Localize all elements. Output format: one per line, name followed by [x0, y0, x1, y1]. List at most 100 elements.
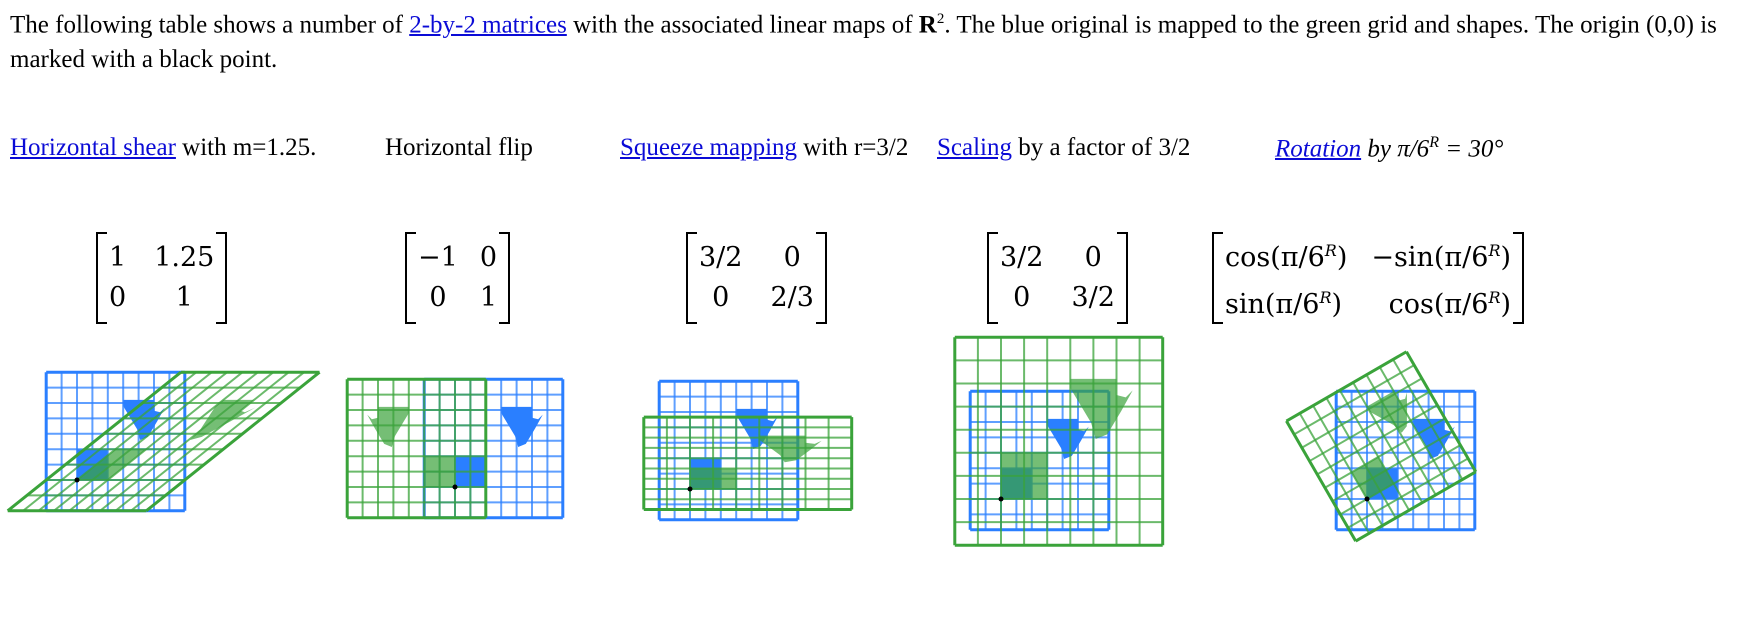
matrix-cell: 1: [479, 282, 497, 313]
grid-line: [53, 371, 228, 512]
mapped-shape: [367, 406, 409, 447]
caption-rotation-sup: R: [1429, 134, 1439, 151]
caption-shear: Horizontal shear with m=1.25.: [10, 134, 316, 162]
grid-line: [1301, 377, 1423, 449]
matrix-cell: 1: [109, 242, 127, 273]
r-exponent: 2: [936, 11, 945, 27]
origin-point: [998, 496, 1004, 502]
mapped-grid: [345, 377, 488, 520]
mapped-square: [424, 456, 455, 487]
right-bracket: [499, 232, 510, 324]
left-bracket: [1212, 232, 1223, 324]
matrix-cell: 1.25: [154, 242, 215, 273]
grid-line: [1405, 350, 1478, 473]
matrix-flip: −1 0 0 1: [405, 232, 510, 324]
grid-line: [6, 371, 182, 512]
matrix-cell: 0: [479, 242, 497, 273]
matrix-cell: sin(π/6R): [1225, 288, 1343, 320]
left-bracket: [987, 232, 998, 324]
matrix-cell: 1: [175, 282, 193, 313]
intro-text-2: with the associated linear maps of: [566, 11, 919, 39]
matrix-cell: −1: [418, 242, 458, 273]
horizontal-shear-link[interactable]: Horizontal shear: [10, 134, 176, 161]
grid-line: [1378, 366, 1450, 488]
mapped-grid: [953, 335, 1165, 547]
grid-line: [1325, 397, 1397, 519]
grid-line: [84, 371, 259, 512]
caption-rotation-tail: = 30°: [1438, 135, 1504, 163]
mapped-grid: [1285, 350, 1478, 543]
caption-scaling-text: by a factor of 3/2: [1012, 134, 1191, 161]
grid-line: [1312, 405, 1384, 527]
matrix-cell: 0: [783, 242, 801, 273]
grid-line: [1352, 382, 1424, 504]
grid-line: [114, 371, 290, 512]
mapped-square: [690, 468, 737, 489]
grid-line: [1347, 457, 1469, 529]
grid-line: [1392, 358, 1464, 480]
grid-line: [1332, 430, 1454, 502]
intro-text-3: . The blue original is mapped to the gre…: [10, 11, 1717, 74]
origin-point: [687, 486, 693, 492]
matrix-cell: 0: [1084, 242, 1102, 273]
grid-line: [1354, 470, 1477, 543]
caption-rotation: Rotation by π/6R = 30°: [1275, 134, 1503, 163]
grid-line: [1293, 364, 1415, 436]
mapped-square: [77, 449, 147, 480]
mapped-square: [1351, 456, 1394, 499]
matrix-cell: 0: [712, 282, 730, 313]
original-shape: [736, 408, 778, 449]
caption-rotation-text: by π/6: [1361, 135, 1430, 163]
original-shape: [501, 406, 543, 447]
left-bracket: [405, 232, 416, 324]
matrix-cell: 2/3: [770, 282, 814, 313]
caption-squeeze: Squeeze mapping with r=3/2: [620, 134, 908, 162]
rotation-link[interactable]: Rotation: [1275, 135, 1362, 163]
grid-line: [145, 371, 321, 512]
mapped-grid: [642, 415, 854, 512]
grid-line: [1338, 389, 1410, 511]
right-bracket: [815, 232, 827, 324]
squeeze-mapping-link[interactable]: Squeeze mapping: [620, 134, 798, 161]
origin-point: [74, 477, 80, 483]
grid-line: [130, 371, 305, 512]
grid-line: [1285, 420, 1358, 542]
caption-flip: Horizontal flip: [385, 134, 533, 162]
right-bracket: [1116, 232, 1128, 324]
grid-line: [1339, 444, 1461, 516]
matrix-squeeze: 3/2 0 0 2/3: [686, 232, 827, 324]
mapped-shape: [1366, 391, 1408, 433]
matrix-cell: cos(π/6R): [1225, 241, 1348, 273]
caption-shear-text: with m=1.25.: [175, 134, 317, 161]
intro-text-1: The following table shows a number of: [10, 11, 410, 39]
mapped-grid: [6, 370, 321, 513]
matrix-cell: 0: [1013, 282, 1031, 313]
grid-line: [1316, 404, 1438, 476]
matrix-cell: 3/2: [1071, 282, 1115, 313]
mapped-shape: [190, 399, 256, 440]
caption-flip-text: Horizontal flip: [385, 134, 533, 161]
mapped-square: [1001, 452, 1048, 499]
matrix-scaling: 3/2 0 0 3/2: [987, 232, 1128, 324]
right-bracket: [216, 232, 228, 324]
mapped-shape: [1070, 378, 1133, 439]
left-bracket: [96, 232, 107, 324]
caption-squeeze-text: with r=3/2: [797, 134, 909, 161]
matrix-shear: 1 1.25 0 1: [96, 232, 228, 324]
matrix-rotation: cos(π/6R) −sin(π/6R) sin(π/6R) cos(π/6R): [1212, 232, 1525, 324]
grid-line: [1324, 417, 1446, 489]
left-bracket: [686, 232, 697, 324]
origin-point: [1364, 496, 1370, 502]
mapped-shape: [759, 435, 822, 463]
matrix-cell: cos(π/6R): [1388, 288, 1512, 320]
matrix-cell: 0: [109, 282, 127, 313]
scaling-link[interactable]: Scaling: [937, 134, 1012, 161]
grid-line: [1365, 374, 1437, 496]
matrices-link[interactable]: 2-by-2 matrices: [409, 11, 567, 39]
grid-line: [99, 371, 274, 512]
matrix-cell: 0: [429, 282, 447, 313]
